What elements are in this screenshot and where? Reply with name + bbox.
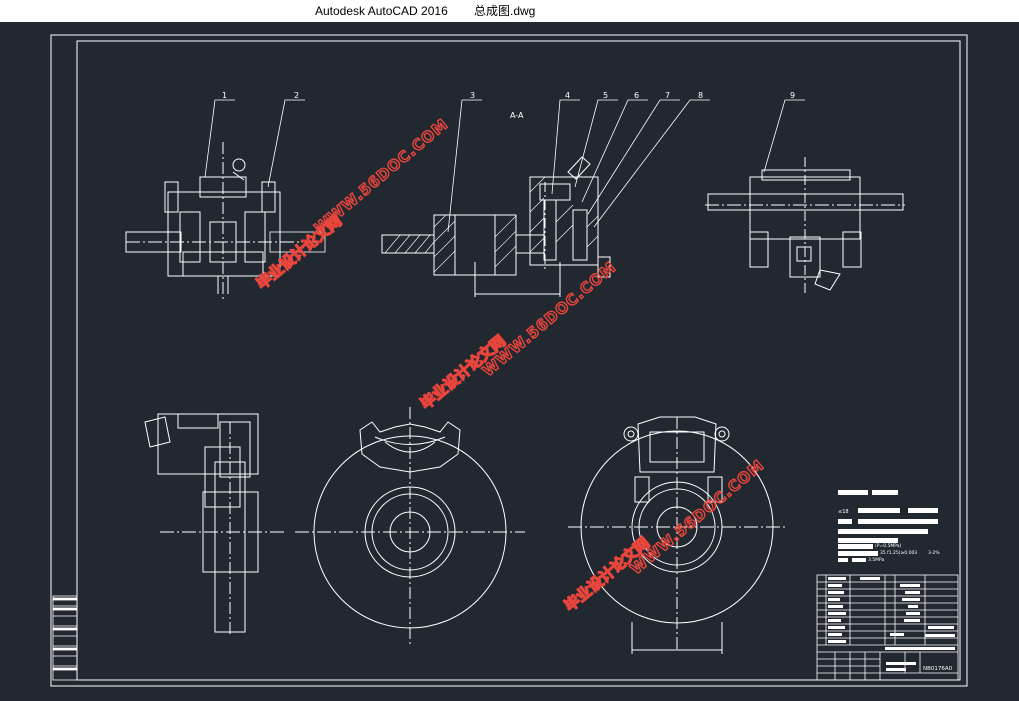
title-block [816, 574, 959, 681]
brake-disc-caliper-view [568, 416, 787, 654]
sheet-outer-border [50, 34, 968, 687]
balloon-6: 6 [634, 91, 639, 100]
balloon-5: 5 [603, 91, 608, 100]
balloon-8: 8 [698, 91, 703, 100]
balloon-numbers: 1 2 3 4 5 6 7 8 9 [222, 91, 795, 100]
balloon-leaders [204, 99, 805, 233]
watermark-group: WWW.56DOC.COM 毕业设计论文网 WWW.56DOC.COM 毕业设计… [252, 114, 768, 616]
drawing-number: NB0176A0 [923, 666, 953, 672]
tech-note-6: 35 f1.25(≥0.003 [880, 550, 917, 556]
caliper-front-view [125, 142, 326, 302]
watermark-site-2: WWW.56DOC.COM [479, 258, 620, 380]
watermark-site-3: WWW.56DOC.COM [627, 456, 768, 578]
window-titlebar: Autodesk AutoCAD 2016 总成图.dwg [0, 0, 1019, 22]
technical-notes: ≤18 (P=0.5MPa) 35 f1.25(≥0.003 3-2% 3.5M… [838, 490, 940, 563]
file-name: 总成图.dwg [474, 4, 536, 18]
brake-disc-front-view [295, 407, 525, 647]
tech-note-8: 3-2% [928, 550, 940, 556]
app-title: Autodesk AutoCAD 2016 [315, 4, 448, 18]
drawing-canvas[interactable]: A-A [0, 22, 1019, 701]
rotor-side-view [144, 413, 285, 637]
balloon-7: 7 [665, 91, 670, 100]
watermark-cn-1: 毕业设计论文网 [253, 212, 345, 293]
section-label: A-A [510, 111, 524, 120]
balloon-9: 9 [790, 91, 795, 100]
caliper-top-view [705, 157, 905, 294]
balloon-4: 4 [565, 91, 570, 100]
section-view-a-a: A-A [381, 111, 611, 297]
sheet-inner-border [76, 40, 961, 681]
balloon-1: 1 [222, 91, 227, 100]
tech-note-2: (P=0.5MPa) [875, 543, 902, 549]
balloon-2: 2 [294, 91, 299, 100]
balloon-3: 3 [470, 91, 475, 100]
left-revision-strip [52, 595, 78, 681]
title-block-fills [828, 577, 955, 671]
tech-note-7: 3.5MPa [868, 557, 885, 563]
tech-note-1: ≤18 [838, 509, 849, 515]
